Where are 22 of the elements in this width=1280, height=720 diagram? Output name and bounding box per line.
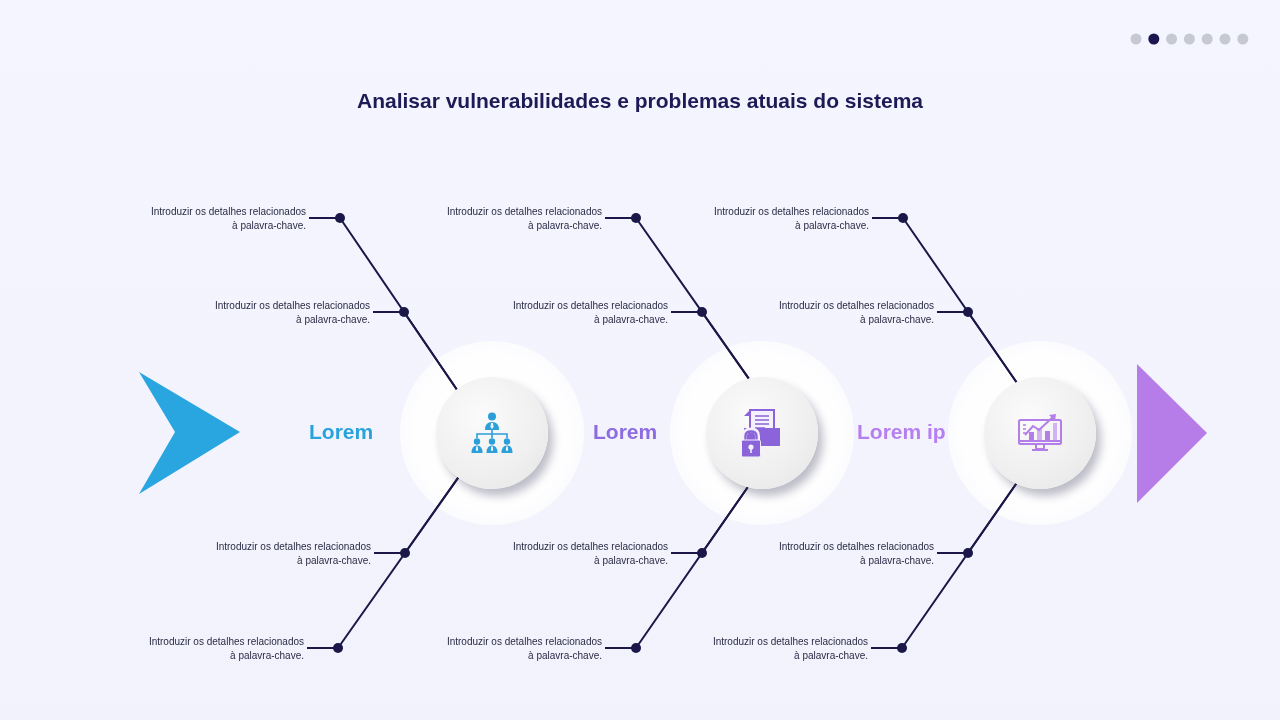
detail-text: Introduzir os detalhes relacionados à palavra-chave. <box>775 540 934 568</box>
title: Analisar vulnerabilidades e problemas atuais do sistema <box>357 88 923 114</box>
detail-text: Introduzir os detalhes relacionados à palavra-chave. <box>710 205 869 233</box>
detail-text: Introduzir os detalhes relacionados à palavra-chave. <box>775 299 934 327</box>
leader-line <box>936 311 1018 384</box>
leader-line <box>604 486 749 649</box>
detail-text: Introduzir os detalhes relacionados à palavra-chave. <box>211 299 370 327</box>
keyword-label: Lorem <box>593 420 658 444</box>
detail-text: Introduzir os detalhes relacionados à palavra-chave. <box>509 299 668 327</box>
leader-line <box>870 482 1018 649</box>
leader-line <box>306 476 460 649</box>
detail-text: Introduzir os detalhes relacionados à palavra-chave. <box>509 540 668 568</box>
detail-text: Introduzir os detalhes relacionados à palavra-chave. <box>212 540 371 568</box>
keyword-label: Lorem ip <box>857 420 946 444</box>
leader-line <box>670 311 750 380</box>
keyword-label: Lorem <box>309 420 374 444</box>
detail-text: Introduzir os detalhes relacionados à palavra-chave. <box>145 635 304 663</box>
detail-text: Introduzir os detalhes relacionados à palavra-chave. <box>443 205 602 233</box>
leader-line <box>372 311 458 391</box>
detail-text: Introduzir os detalhes relacionados à palavra-chave. <box>709 635 868 663</box>
detail-text: Introduzir os detalhes relacionados à palavra-chave. <box>147 205 306 233</box>
detail-text: Introduzir os detalhes relacionados à palavra-chave. <box>443 635 602 663</box>
